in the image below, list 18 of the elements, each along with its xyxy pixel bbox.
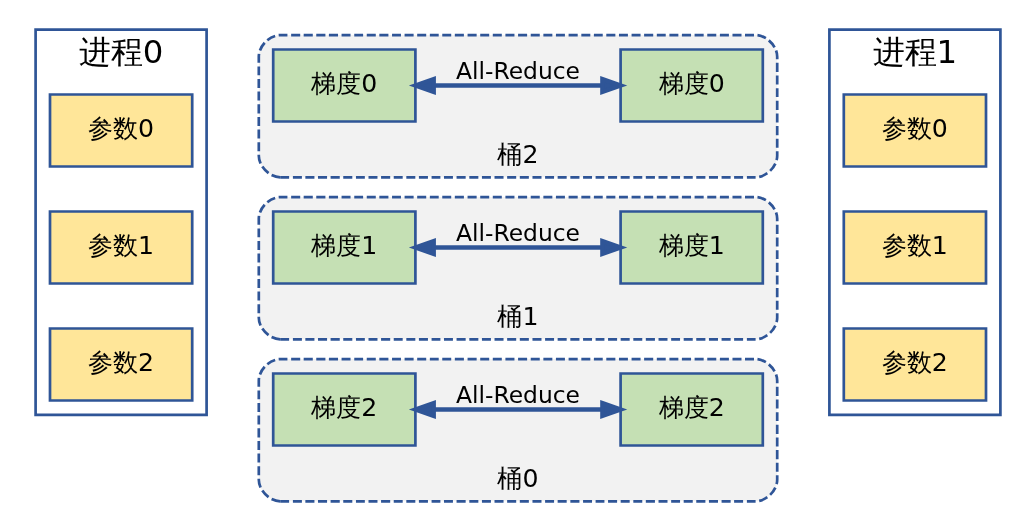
edge-label: All-Reduce [455, 219, 580, 248]
node-box: 梯度1 [271, 210, 417, 285]
arrow [408, 238, 627, 257]
node-box: 参数2 [841, 327, 987, 402]
node-box: 参数2 [48, 327, 194, 402]
node-box: 参数0 [48, 93, 194, 168]
node-box: 梯度1 [618, 210, 764, 285]
edge-label: All-Reduce [455, 381, 580, 410]
node-box: 梯度0 [271, 48, 417, 123]
node-box: 梯度2 [618, 372, 764, 447]
node-box: 参数1 [48, 210, 194, 285]
arrow [408, 76, 627, 95]
node-box: 梯度0 [618, 48, 764, 123]
edge-label: All-Reduce [455, 57, 580, 86]
arrow [408, 400, 627, 419]
node-box: 梯度2 [271, 372, 417, 447]
node-box: 参数1 [841, 210, 987, 285]
node-box: 参数0 [841, 93, 987, 168]
